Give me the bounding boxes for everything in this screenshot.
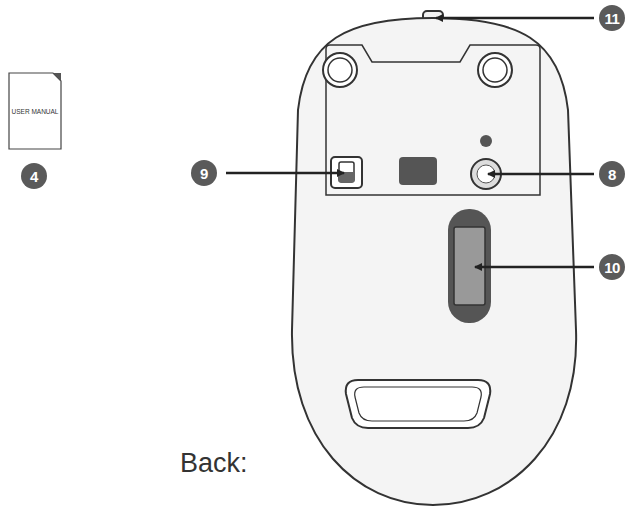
- foot-pad: [478, 53, 512, 87]
- grip-recess: [346, 380, 491, 428]
- mouse-body: [292, 18, 576, 505]
- leader-line: [488, 173, 594, 176]
- leader-line: [475, 266, 594, 269]
- grip-recess: [355, 387, 482, 421]
- callout-number: 11: [599, 5, 625, 31]
- foot-pad: [323, 53, 357, 87]
- callout-number: 4: [21, 163, 47, 189]
- leader-line: [436, 17, 594, 20]
- leader-line: [226, 172, 344, 175]
- callout-number: 10: [599, 254, 625, 280]
- foot-pad: [328, 58, 352, 82]
- optical-sensor: [399, 157, 437, 185]
- callout-number: 8: [599, 161, 625, 187]
- indicator-led: [480, 135, 492, 147]
- manual-icon: USER MANUAL: [8, 72, 62, 150]
- view-title: Back:: [180, 448, 248, 479]
- manual-title: USER MANUAL: [12, 108, 59, 115]
- callout-number: 9: [191, 160, 217, 186]
- battery-plate: [326, 45, 540, 195]
- foot-pad: [483, 58, 507, 82]
